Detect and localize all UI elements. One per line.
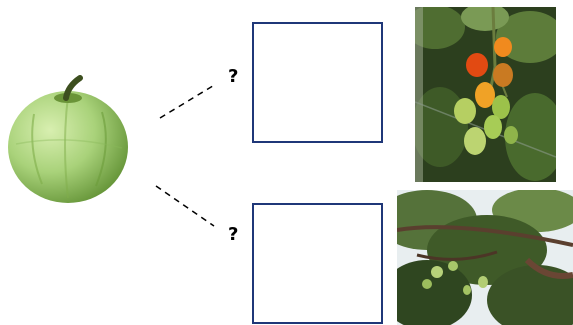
lower-answer-box[interactable]: [252, 203, 383, 324]
upper-dashed-line: [159, 83, 217, 119]
lower-dashed-line: [155, 185, 215, 227]
guava-tree-photo: [397, 190, 573, 325]
tomato-plant-photo: [415, 7, 556, 182]
upper-answer-box[interactable]: [252, 22, 383, 143]
guava-fruit-image: [8, 75, 128, 203]
upper-question-mark: ?: [228, 66, 239, 87]
lower-question-mark: ?: [228, 224, 239, 245]
